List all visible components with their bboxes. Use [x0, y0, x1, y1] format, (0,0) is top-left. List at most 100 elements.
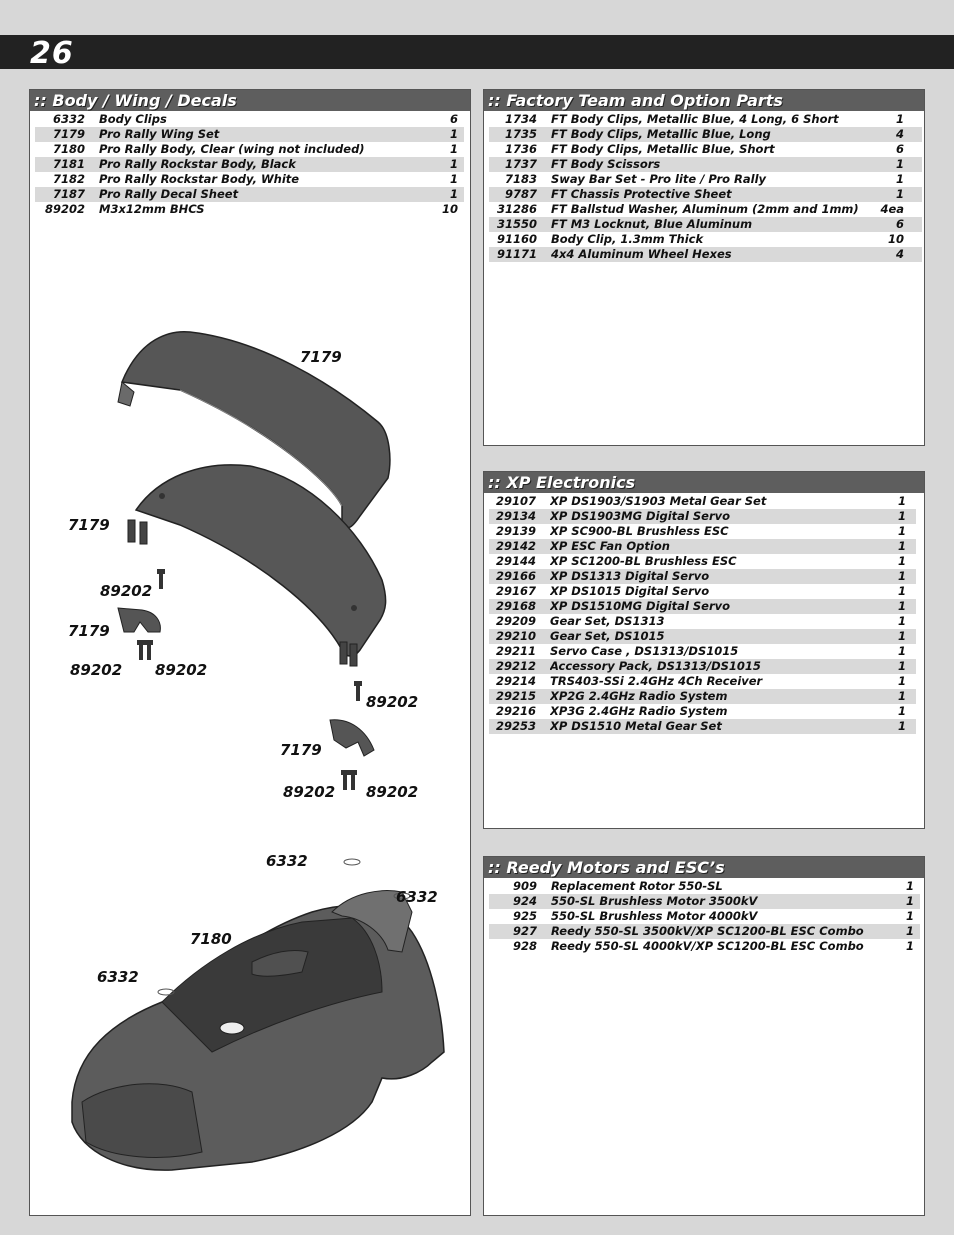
body-label-6332-right: 6332	[396, 888, 438, 906]
part-number: 29209	[495, 614, 536, 628]
wing-label-7179-top: 7179	[300, 348, 342, 366]
part-quantity: 1	[897, 704, 906, 718]
part-quantity: 1	[897, 554, 906, 568]
parts-row: 29139 XP SC900-BL Brushless ESC 1	[489, 524, 916, 539]
part-description: 550-SL Brushless Motor 3500kV	[551, 894, 758, 908]
wing-label-89202-d: 89202	[366, 693, 419, 711]
part-quantity: 1	[895, 187, 904, 201]
part-number: 928	[512, 939, 537, 953]
part-quantity: 1	[895, 157, 904, 171]
part-description: XP DS1015 Digital Servo	[550, 584, 710, 598]
wing-label-7179-mount: 7179	[68, 622, 110, 640]
part-number: 29211	[495, 644, 536, 658]
part-number: 1735	[504, 127, 537, 141]
part-quantity: 6	[895, 142, 904, 156]
parts-row: 925 550-SL Brushless Motor 4000kV 1	[489, 909, 920, 924]
part-number: 29212	[495, 659, 536, 673]
part-description: Gear Set, DS1015	[550, 629, 665, 643]
part-description: Reedy 550-SL 4000kV/XP SC1200-BL ESC Com…	[551, 939, 864, 953]
part-description: Pro Rally Rockstar Body, White	[99, 172, 300, 186]
part-quantity: 1	[449, 157, 458, 171]
part-number: 1737	[504, 157, 537, 171]
part-description: TRS403-SSi 2.4GHz 4Ch Receiver	[550, 674, 763, 688]
part-description: FT M3 Locknut, Blue Aluminum	[551, 217, 753, 231]
part-description: FT Body Clips, Metallic Blue, Long	[551, 127, 771, 141]
part-quantity: 1	[897, 494, 906, 508]
part-number: 29144	[495, 554, 536, 568]
wing-label-89202-a: 89202	[100, 582, 153, 600]
part-quantity: 1	[897, 584, 906, 598]
part-number: 7187	[52, 187, 85, 201]
part-description: XP DS1313 Digital Servo	[550, 569, 710, 583]
body-label-6332-top: 6332	[266, 852, 308, 870]
wing-label-7179-mid: 7179	[68, 516, 110, 534]
part-description: FT Body Clips, Metallic Blue, Short	[551, 142, 775, 156]
part-number: 29139	[495, 524, 536, 538]
part-description: XP SC900-BL Brushless ESC	[550, 524, 729, 538]
part-quantity: 1	[905, 879, 914, 893]
part-number: 925	[512, 909, 537, 923]
part-number: 89202	[44, 202, 85, 216]
parts-row: 927 Reedy 550-SL 3500kV/XP SC1200-BL ESC …	[489, 924, 920, 939]
part-number: 91171	[496, 247, 537, 261]
part-quantity: 1	[897, 524, 906, 538]
part-number: 29215	[495, 689, 536, 703]
part-number: 31550	[496, 217, 537, 231]
part-number: 1734	[504, 112, 537, 126]
parts-row: 1737 FT Body Scissors 1	[489, 157, 922, 172]
part-quantity: 1	[905, 924, 914, 938]
part-quantity: 10	[441, 202, 458, 216]
part-quantity: 4ea	[880, 202, 904, 216]
part-quantity: 1	[905, 909, 914, 923]
part-quantity: 1	[895, 112, 904, 126]
part-quantity: 1	[897, 614, 906, 628]
part-quantity: 1	[905, 894, 914, 908]
part-number: 31286	[496, 202, 537, 216]
part-description: XP ESC Fan Option	[550, 539, 670, 553]
part-description: Servo Case , DS1313/DS1015	[550, 644, 739, 658]
part-quantity: 1	[897, 539, 906, 553]
part-description: Reedy 550-SL 3500kV/XP SC1200-BL ESC Com…	[551, 924, 864, 938]
part-description: XP DS1903/S1903 Metal Gear Set	[550, 494, 767, 508]
part-quantity: 1	[897, 599, 906, 613]
wing-label-89202-b: 89202	[70, 661, 123, 679]
part-description: Body Clip, 1.3mm Thick	[551, 232, 704, 246]
lower-wing-shape	[134, 464, 387, 657]
part-number: 924	[512, 894, 537, 908]
body-label-6332-left: 6332	[97, 968, 139, 986]
part-description: 550-SL Brushless Motor 4000kV	[551, 909, 758, 923]
part-number: 29210	[495, 629, 536, 643]
part-description: FT Ballstud Washer, Aluminum (2mm and 1m…	[551, 202, 859, 216]
part-description: XP DS1510MG Digital Servo	[550, 599, 731, 613]
part-description: FT Body Scissors	[551, 157, 661, 171]
panel-title: :: XP Electronics	[484, 472, 924, 493]
part-number: 7182	[52, 172, 85, 186]
part-number: 927	[512, 924, 537, 938]
parts-row: 924 550-SL Brushless Motor 3500kV 1	[489, 894, 920, 909]
part-description: Sway Bar Set - Pro lite / Pro Rally	[551, 172, 767, 186]
wing-label-89202-e: 89202	[283, 783, 336, 801]
